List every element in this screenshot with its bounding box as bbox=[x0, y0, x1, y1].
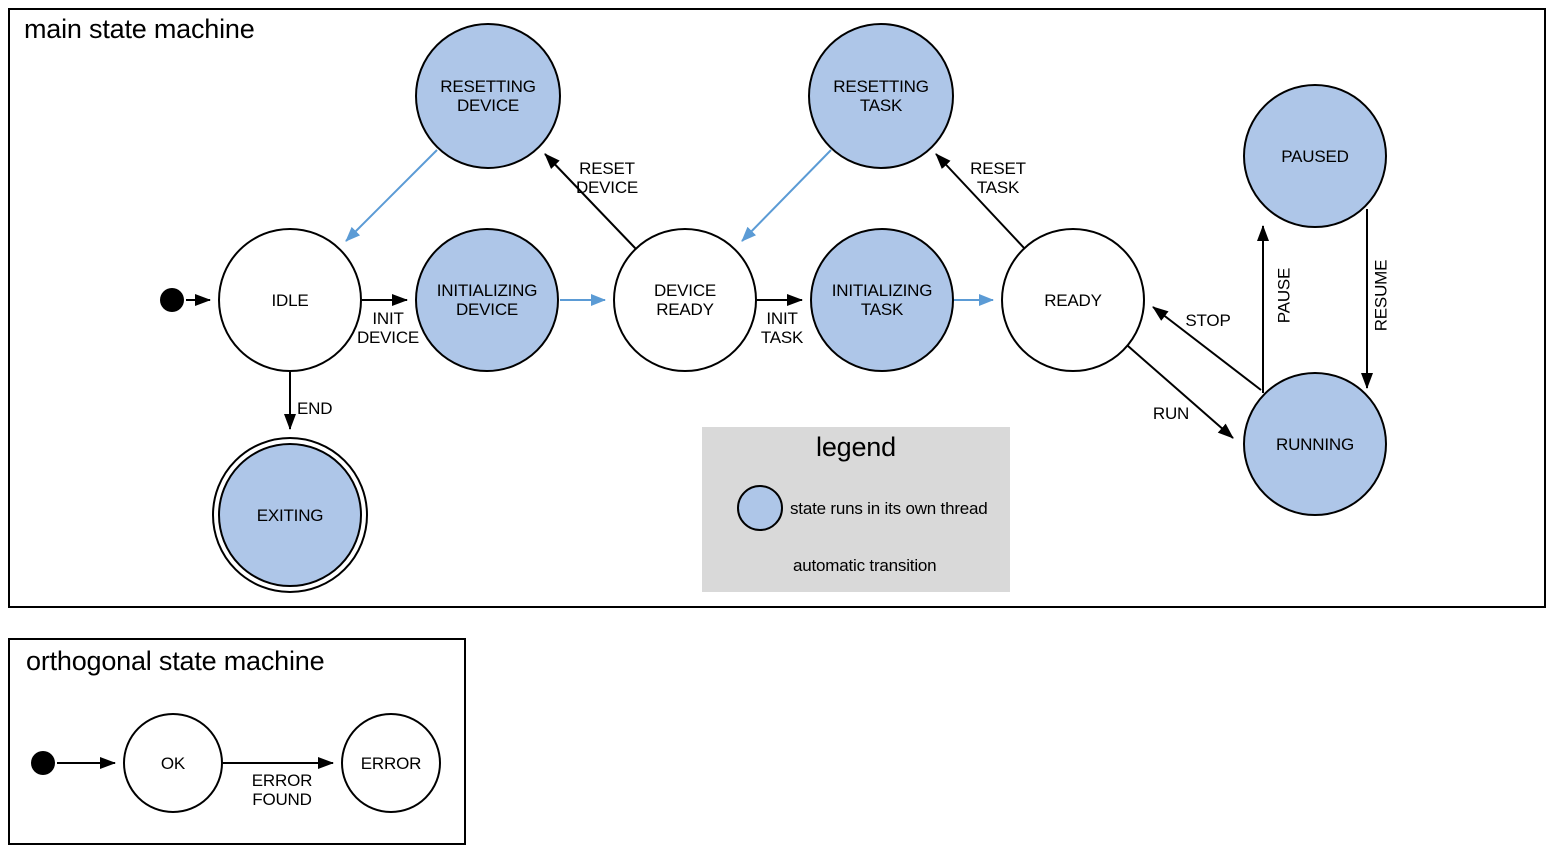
state-initializing-device: INITIALIZING DEVICE bbox=[415, 228, 559, 372]
state-paused: PAUSED bbox=[1243, 84, 1387, 228]
legend-item-label: state runs in its own thread bbox=[790, 499, 988, 518]
orthogonal-state-machine-panel bbox=[8, 638, 466, 845]
legend-title: legend bbox=[816, 432, 896, 462]
state-exiting: EXITING bbox=[218, 443, 362, 587]
state-label: EXITING bbox=[256, 505, 324, 525]
initial-state-dot bbox=[31, 751, 55, 775]
transition-resume-label: RESUME bbox=[1371, 259, 1391, 332]
state-label: INITIALIZING TASK bbox=[831, 281, 933, 319]
transition-run-label: RUN bbox=[1152, 404, 1190, 423]
state-label: ERROR bbox=[360, 753, 422, 773]
state-label: RUNNING bbox=[1276, 434, 1354, 454]
transition-error-found-label: ERROR FOUND bbox=[251, 771, 313, 809]
orthogonal-state-machine-title: orthogonal state machine bbox=[26, 646, 325, 676]
transition-reset-task-label: RESET TASK bbox=[970, 159, 1026, 197]
transition-pause-label: PAUSE bbox=[1274, 267, 1294, 324]
state-initializing-task: INITIALIZING TASK bbox=[810, 228, 954, 372]
state-idle: IDLE bbox=[218, 228, 362, 372]
state-label: INITIALIZING DEVICE bbox=[436, 281, 538, 319]
state-resetting-task: RESETTING TASK bbox=[808, 23, 954, 169]
state-error: ERROR bbox=[341, 713, 441, 813]
transition-end-label: END bbox=[297, 399, 333, 418]
legend-item-label: automatic transition bbox=[793, 556, 937, 575]
main-state-machine-title: main state machine bbox=[24, 14, 255, 44]
state-ready: READY bbox=[1001, 228, 1145, 372]
state-running: RUNNING bbox=[1243, 372, 1387, 516]
state-label: DEVICE READY bbox=[653, 281, 717, 319]
state-label: RESETTING TASK bbox=[833, 77, 929, 115]
transition-reset-device-label: RESET DEVICE bbox=[575, 159, 639, 197]
transition-init-task-label: INIT TASK bbox=[760, 309, 804, 347]
state-label: RESETTING DEVICE bbox=[440, 77, 536, 115]
transition-init-device-label: INIT DEVICE bbox=[356, 309, 420, 347]
state-label: PAUSED bbox=[1281, 146, 1349, 166]
transition-stop-label: STOP bbox=[1185, 311, 1231, 330]
state-exiting-final: EXITING bbox=[212, 437, 368, 593]
legend-panel: legend state runs in its own thread auto… bbox=[702, 427, 1010, 592]
state-device-ready: DEVICE READY bbox=[613, 228, 757, 372]
state-label: OK bbox=[160, 753, 186, 773]
thread-state-circle-icon bbox=[737, 485, 783, 531]
state-ok: OK bbox=[123, 713, 223, 813]
state-label: READY bbox=[1044, 290, 1102, 310]
state-label: IDLE bbox=[271, 290, 309, 310]
main-state-machine-panel bbox=[8, 8, 1546, 608]
state-resetting-device: RESETTING DEVICE bbox=[415, 23, 561, 169]
initial-state-dot bbox=[160, 288, 184, 312]
